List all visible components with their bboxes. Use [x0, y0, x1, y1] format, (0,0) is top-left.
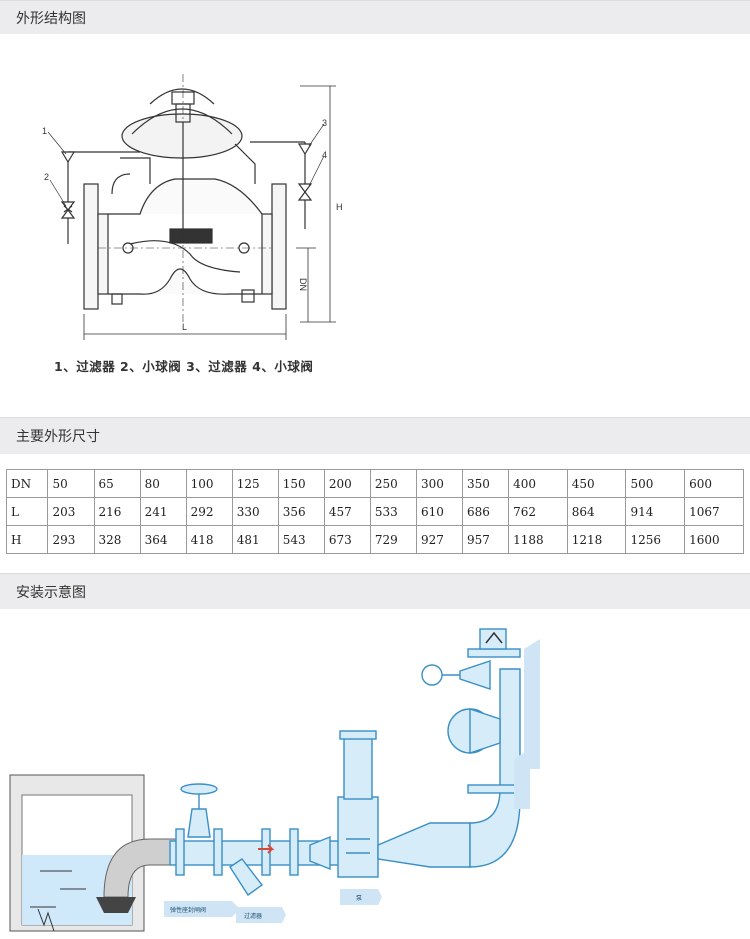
- table-cell: 1600: [684, 525, 744, 554]
- label-gate-valve: 弹性座封闸阀: [170, 906, 206, 914]
- installation-diagram: 弹性座封闸阀 过滤器 泵: [0, 609, 750, 935]
- table-cell: 673: [323, 525, 371, 554]
- section-title: 安装示意图: [16, 585, 86, 601]
- table-cell: 762: [508, 497, 568, 526]
- label-pump: 泵: [356, 895, 362, 902]
- table-cell: 914: [625, 497, 686, 526]
- table-cell: 292: [185, 497, 233, 526]
- valve-structure-drawing: 1 2 3 4 L H DN: [42, 74, 343, 340]
- dim-label-l: L: [182, 322, 187, 332]
- table-cell: 300: [415, 469, 464, 498]
- callout-1: 1: [42, 126, 47, 136]
- table-cell: 927: [415, 525, 464, 554]
- table-cell: 400: [508, 469, 568, 498]
- table-cell: 481: [231, 525, 279, 554]
- table-cell: 50: [47, 469, 95, 498]
- table-cell: 457: [323, 497, 371, 526]
- table-cell: 957: [462, 525, 510, 554]
- section-header-structure: 外形结构图: [0, 0, 750, 35]
- table-cell: 125: [231, 469, 279, 498]
- table-cell: 350: [462, 469, 510, 498]
- table-cell: 500: [625, 469, 686, 498]
- table-cell: 864: [566, 497, 627, 526]
- table-cell: 600: [684, 469, 744, 498]
- table-cell: 1188: [508, 525, 568, 554]
- section-header-installation: 安装示意图: [0, 573, 750, 610]
- table-cell: 1256: [625, 525, 686, 554]
- table-cell: 686: [462, 497, 510, 526]
- table-cell: 1218: [566, 525, 627, 554]
- table-cell: 729: [369, 525, 417, 554]
- table-cell: 418: [185, 525, 233, 554]
- callout-2: 2: [44, 172, 49, 182]
- row-header-cell: DN: [5, 469, 49, 498]
- section-title: 主要外形尺寸: [16, 429, 100, 445]
- section-title: 外形结构图: [16, 11, 86, 27]
- table-cell: 328: [93, 525, 141, 554]
- table-cell: 150: [277, 469, 325, 498]
- structure-caption: 1、过滤器 2、小球阀 3、过滤器 4、小球阀: [54, 359, 314, 374]
- label-filter: 过滤器: [244, 912, 262, 920]
- table-cell: 203: [47, 497, 95, 526]
- row-header-cell: H: [5, 525, 49, 554]
- callout-3: 3: [322, 118, 327, 128]
- table-cell: 200: [323, 469, 371, 498]
- table-cell: 356: [277, 497, 325, 526]
- table-cell: 293: [47, 525, 95, 554]
- table-cell: 533: [369, 497, 417, 526]
- table-cell: 250: [369, 469, 417, 498]
- table-cell: 543: [277, 525, 325, 554]
- table-cell: 65: [93, 469, 141, 498]
- table-cell: 80: [139, 469, 187, 498]
- callout-4: 4: [322, 150, 327, 160]
- installation-drawing: 弹性座封闸阀 过滤器 泵: [9, 628, 540, 932]
- row-header-cell: L: [5, 497, 49, 526]
- table-cell: 610: [415, 497, 464, 526]
- table-cell: 1067: [684, 497, 744, 526]
- section-header-dimensions: 主要外形尺寸: [0, 417, 750, 454]
- table-cell: 100: [185, 469, 233, 498]
- table-cell: 216: [93, 497, 141, 526]
- table-cell: 450: [566, 469, 627, 498]
- table-cell: 241: [139, 497, 187, 526]
- dim-label-dn: DN: [298, 278, 308, 291]
- table-cell: 364: [139, 525, 187, 554]
- structure-diagram: 1 2 3 4 L H DN 1、过滤器 2、小球阀 3、过滤器 4、小球阀: [0, 34, 750, 417]
- table-cell: 330: [231, 497, 279, 526]
- dim-label-h: H: [336, 202, 343, 212]
